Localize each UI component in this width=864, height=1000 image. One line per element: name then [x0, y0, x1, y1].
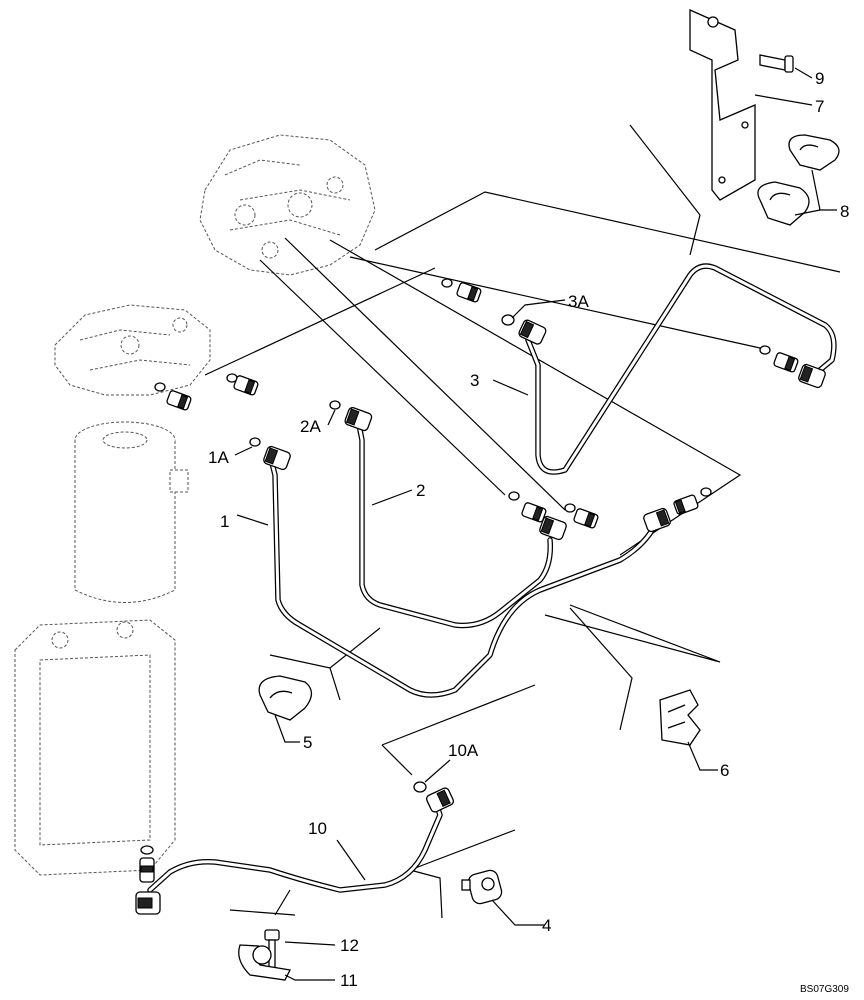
clamp-6 — [659, 689, 701, 746]
callout-10A: 10A — [448, 741, 479, 760]
callout-5: 5 — [303, 733, 312, 752]
ghost-valve-block — [54, 304, 211, 396]
callout-labels: 1 1A 2 2A 3 3A 4 5 6 7 8 9 10 10A 11 12 … — [208, 69, 849, 995]
callout-2: 2 — [416, 481, 425, 500]
clip-11 — [238, 944, 291, 981]
bracket-7 — [689, 8, 756, 201]
tube-2 — [355, 417, 554, 629]
callout-11: 11 — [340, 971, 358, 990]
tube-10 — [147, 797, 443, 893]
fittings — [135, 278, 826, 915]
callout-9: 9 — [815, 69, 824, 88]
ghost-radiator-frame — [14, 619, 176, 876]
ghost-filter — [74, 421, 189, 603]
callout-7: 7 — [815, 97, 824, 116]
assembly-lines — [204, 124, 841, 919]
callout-3A: 3A — [568, 292, 589, 311]
ghost-pump-assembly — [199, 134, 376, 276]
tube-3 — [525, 263, 837, 475]
bolt-9 — [759, 54, 794, 73]
clamp-5 — [258, 675, 313, 721]
tube-1 — [267, 452, 658, 698]
callout-10: 10 — [308, 819, 327, 838]
clip-4 — [461, 869, 503, 905]
callout-3: 3 — [470, 371, 479, 390]
callout-8: 8 — [840, 202, 849, 221]
callout-1: 1 — [220, 512, 229, 531]
callout-4: 4 — [542, 916, 551, 935]
callout-6: 6 — [720, 761, 729, 780]
callout-2A: 2A — [300, 417, 321, 436]
callout-1A: 1A — [208, 448, 229, 467]
callout-leaders — [234, 67, 837, 981]
reference-code: BS07G309 — [800, 984, 849, 995]
clamps-8 — [757, 134, 840, 226]
callout-12: 12 — [340, 936, 359, 955]
